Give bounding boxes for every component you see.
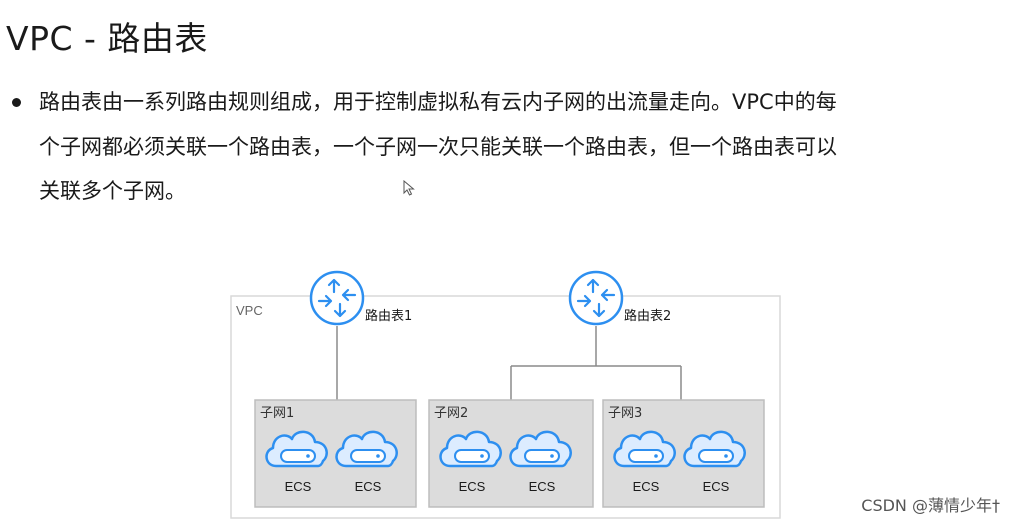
router-icon bbox=[568, 270, 624, 326]
route-table-1-label: 路由表1 bbox=[365, 308, 412, 324]
subnet-1: 子网1 ECS ECS bbox=[254, 399, 417, 508]
ecs-label: ECS bbox=[703, 479, 730, 494]
subnet-3: 子网3 ECS ECS bbox=[602, 399, 765, 508]
page-title: VPC - 路由表 bbox=[6, 19, 208, 58]
ecs-label: ECS bbox=[355, 479, 382, 494]
vpc-route-table-diagram: VPC 路由表1 路由表2 子网1 ECS ECS 子网2 ECS ECS 子网… bbox=[230, 270, 781, 519]
subnet-3-label: 子网3 bbox=[608, 406, 642, 421]
mouse-cursor-icon bbox=[403, 180, 415, 196]
route-table-1: 路由表1 bbox=[309, 270, 412, 326]
description-line-3: 关联多个子网。 bbox=[39, 179, 186, 203]
route-table-2-label: 路由表2 bbox=[624, 308, 671, 324]
description-line-2: 个子网都必须关联一个路由表，一个子网一次只能关联一个路由表，但一个路由表可以 bbox=[39, 135, 837, 159]
ecs-label: ECS bbox=[529, 479, 556, 494]
description-line-1: 路由表由一系列路由规则组成，用于控制虚拟私有云内子网的出流量走向。VPC中的每 bbox=[39, 90, 837, 114]
subnet-2: 子网2 ECS ECS bbox=[428, 399, 594, 508]
vpc-label: VPC bbox=[236, 303, 263, 318]
ecs-label: ECS bbox=[459, 479, 486, 494]
subnet-1-label: 子网1 bbox=[260, 406, 294, 421]
subnet-2-label: 子网2 bbox=[434, 406, 468, 421]
vpc-boundary bbox=[230, 295, 781, 519]
ecs-label: ECS bbox=[633, 479, 660, 494]
connector-lines bbox=[336, 326, 682, 400]
ecs-label: ECS bbox=[285, 479, 312, 494]
route-table-2: 路由表2 bbox=[568, 270, 671, 326]
router-icon bbox=[309, 270, 365, 326]
watermark: CSDN @薄情少年† bbox=[861, 496, 1000, 515]
bullet-dot-icon bbox=[12, 98, 21, 107]
